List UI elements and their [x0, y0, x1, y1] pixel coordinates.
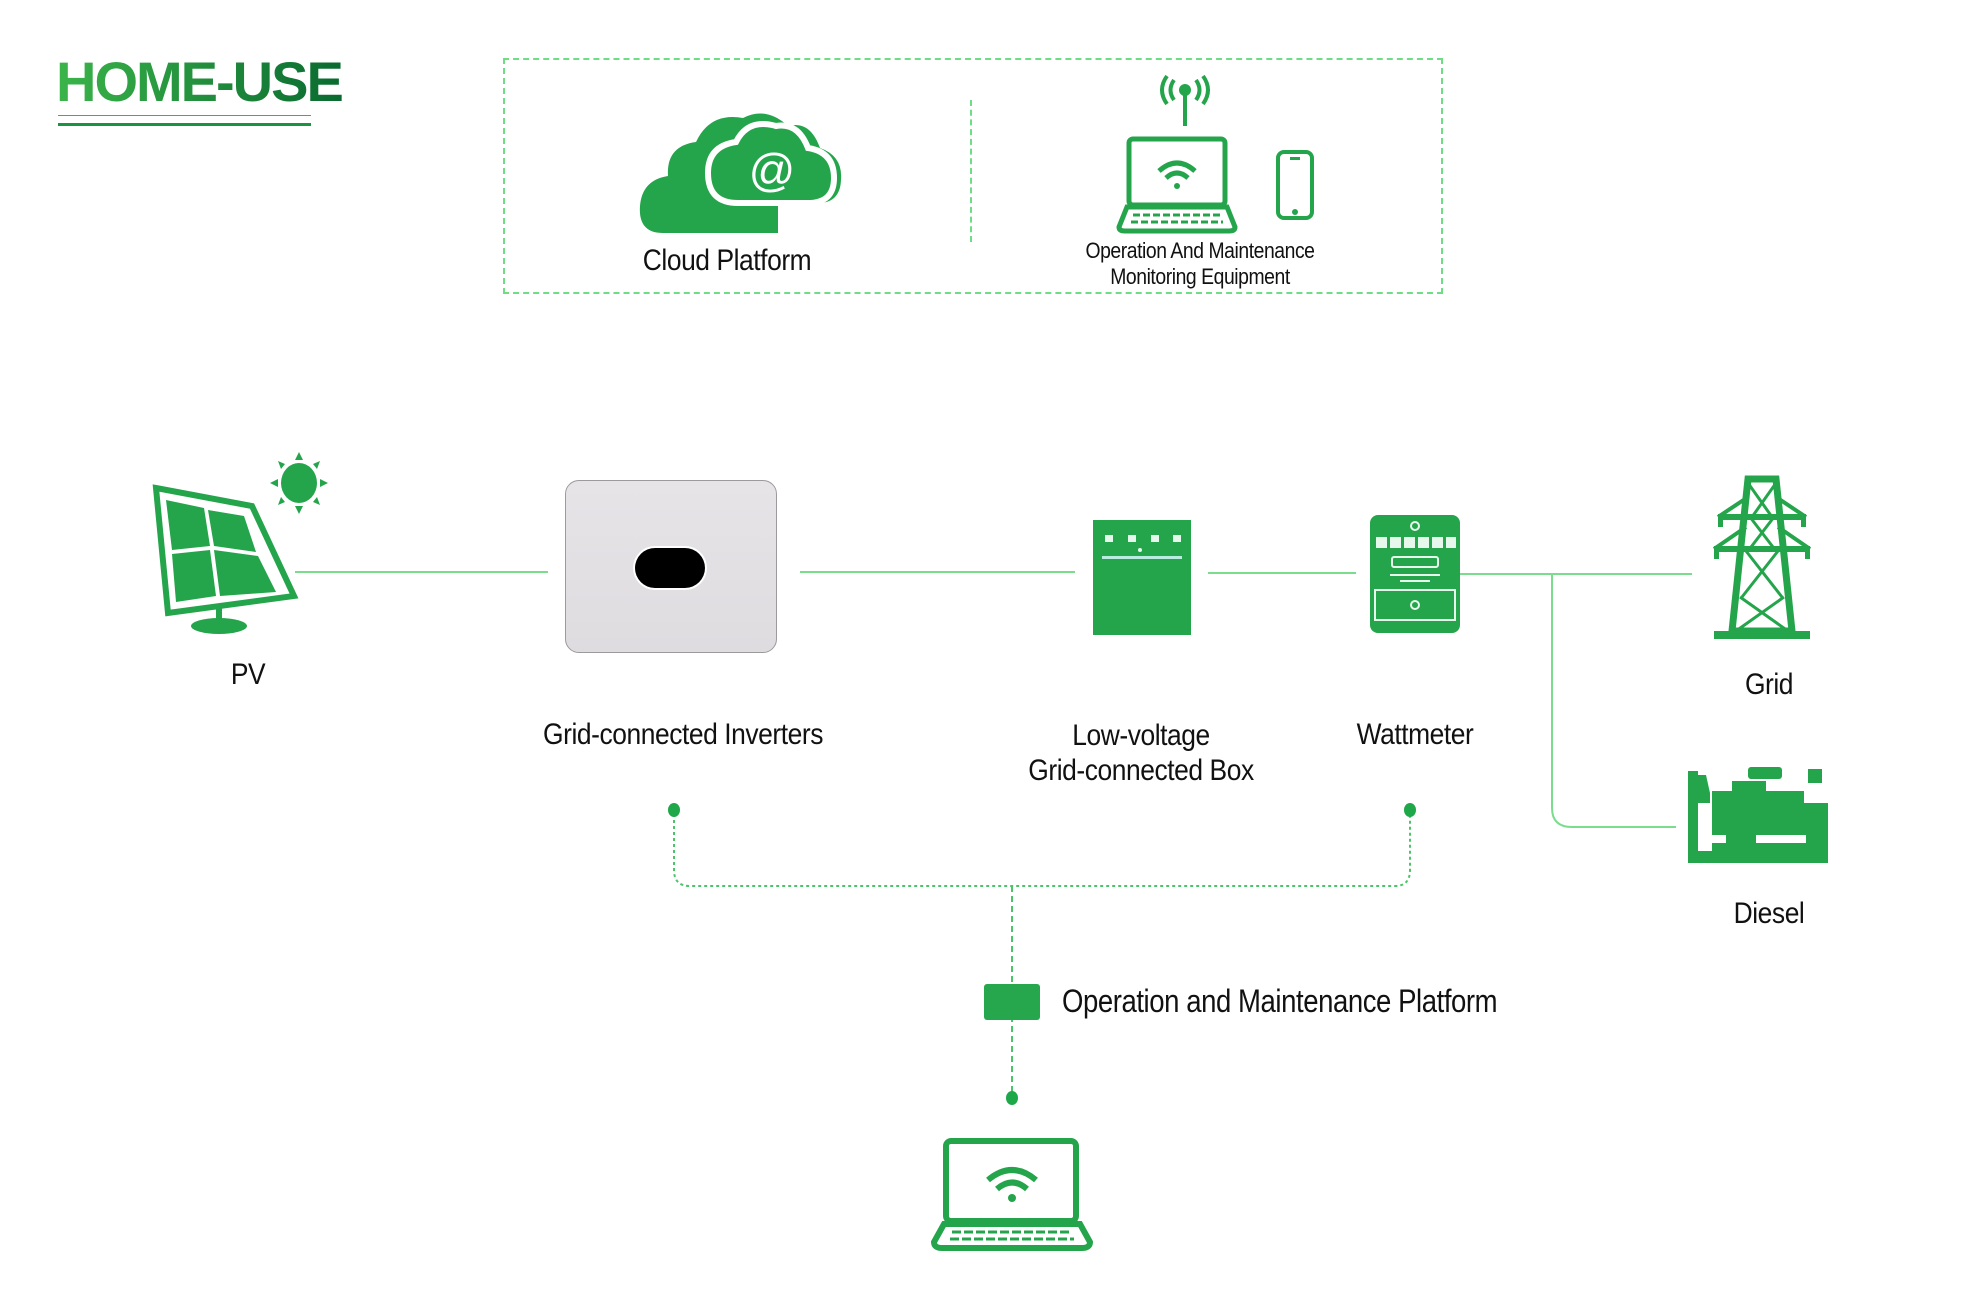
om-laptop-wifi-icon	[930, 1138, 1094, 1251]
wattmeter-label: Wattmeter	[1356, 718, 1474, 751]
inverter-display	[635, 548, 705, 588]
wattmeter-connection-dot	[1404, 803, 1416, 817]
monitoring-label-line1: Operation And Maintenance	[1085, 238, 1315, 263]
title-underline-thin	[58, 115, 311, 116]
antenna-icon	[1160, 74, 1210, 126]
transmission-tower-icon	[1712, 475, 1812, 639]
inverter-icon	[565, 480, 777, 653]
diesel-generator-icon	[1688, 767, 1828, 863]
title-underline-thick	[58, 123, 311, 126]
laptop-wifi-icon	[1116, 136, 1238, 234]
inverter-label: Grid-connected Inverters	[543, 718, 823, 751]
cloud-monitoring-panel	[503, 58, 1443, 294]
distribution-box-icon	[1093, 520, 1191, 635]
terminal-connection-dot	[1006, 1091, 1018, 1105]
lvbox-label: Low-voltage Grid-connected Box	[1028, 718, 1254, 788]
connector-diesel-branch	[1551, 573, 1676, 828]
svg-text:@: @	[749, 144, 796, 196]
connector-inverter-lvbox	[800, 571, 1075, 573]
pv-label: PV	[230, 658, 266, 691]
om-platform-marker	[984, 984, 1040, 1020]
diesel-label: Diesel	[1733, 897, 1805, 930]
cloud-platform-label: Cloud Platform	[642, 244, 812, 277]
om-platform-label: Operation and Maintenance Platform	[1062, 983, 1498, 1019]
inverter-connection-dot	[668, 803, 680, 817]
solar-panel-icon	[152, 484, 299, 634]
page-title: HOME-USE	[56, 50, 344, 113]
lvbox-label-line2: Grid-connected Box	[1028, 754, 1254, 787]
sun-icon	[270, 452, 328, 514]
smartphone-icon	[1276, 150, 1314, 220]
om-connector-network	[673, 808, 1411, 1100]
lvbox-label-line1: Low-voltage	[1072, 719, 1210, 752]
panel-divider	[970, 100, 972, 242]
cloud-at-icon: @	[639, 113, 842, 233]
monitoring-label-line2: Monitoring Equipment	[1110, 264, 1290, 289]
connector-pv-inverter	[295, 571, 548, 573]
connector-wattmeter-grid	[1452, 573, 1692, 575]
monitoring-equipment-label: Operation And Maintenance Monitoring Equ…	[1085, 238, 1314, 290]
electric-meter-icon	[1370, 515, 1460, 633]
grid-label: Grid	[1744, 668, 1794, 701]
connector-lvbox-wattmeter	[1208, 572, 1356, 574]
